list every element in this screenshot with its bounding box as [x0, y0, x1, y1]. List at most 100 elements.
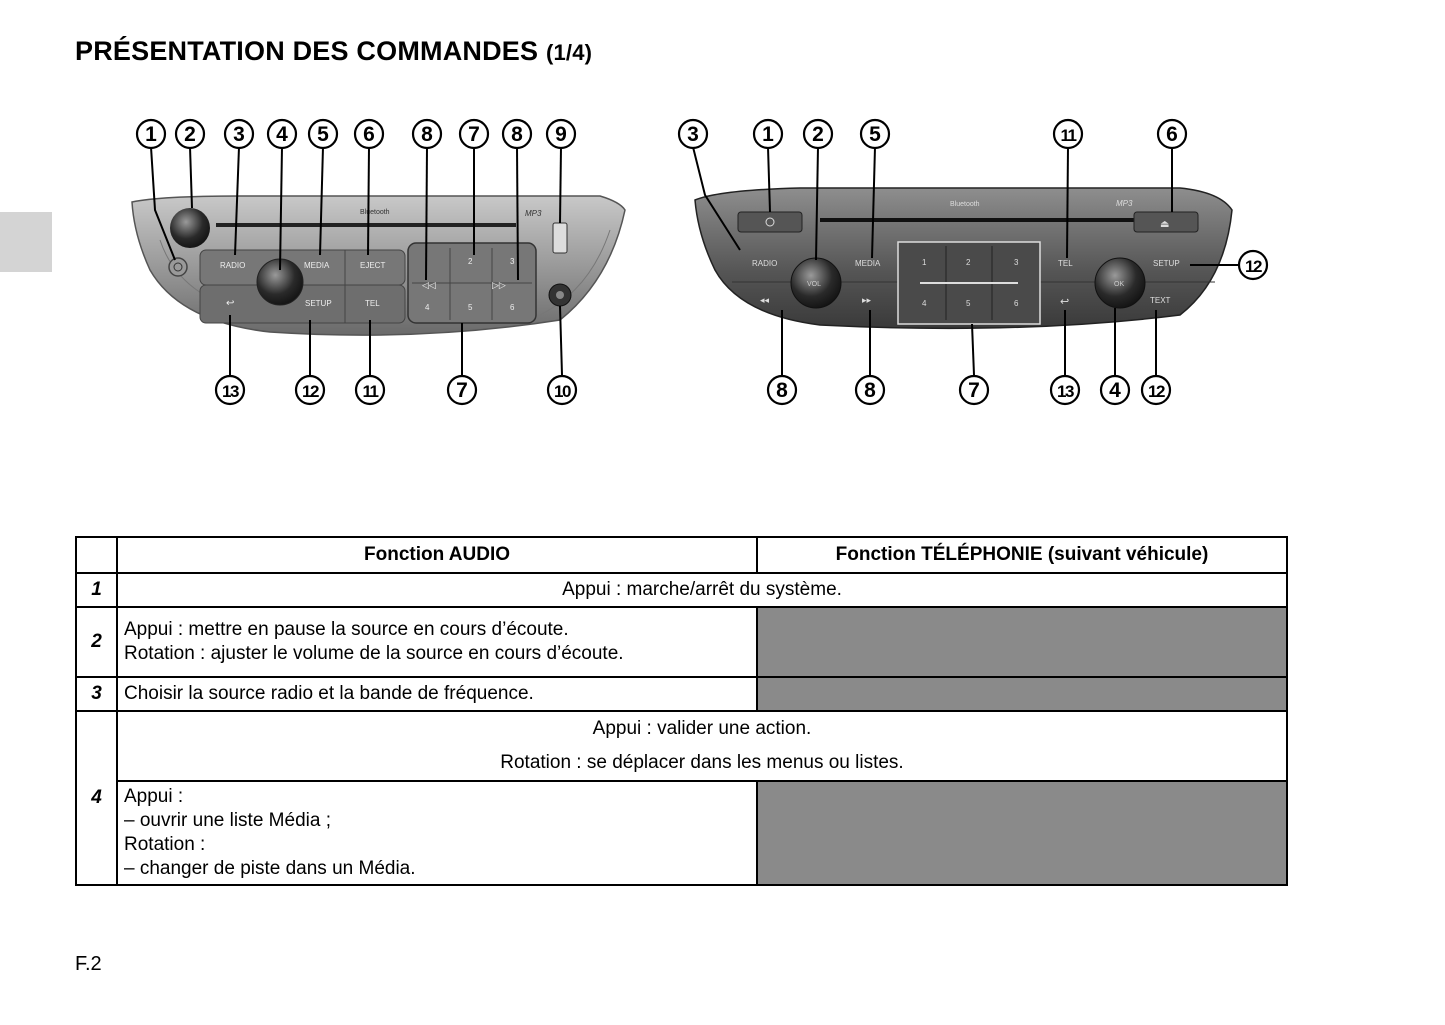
- radio-right: Bluetooth MP3 ⏏ RADIO MEDIA TEL SETUP TE…: [692, 146, 1240, 376]
- row4-b2: – ouvrir une liste Média ;: [124, 810, 331, 831]
- row4-b3: Rotation :: [124, 834, 206, 855]
- callout-left-top-8: 8: [411, 118, 443, 150]
- left-eject-button[interactable]: EJECT: [360, 261, 385, 270]
- left-usb-port[interactable]: [552, 222, 568, 254]
- right-preset-6[interactable]: 6: [1014, 299, 1019, 308]
- right-ok-knob[interactable]: [1094, 257, 1146, 309]
- right-preset-4[interactable]: 4: [922, 299, 927, 308]
- left-power-icon: [173, 262, 183, 272]
- right-eject-icon: ⏏: [1160, 219, 1169, 230]
- left-forward-icon[interactable]: ▷▷: [492, 280, 506, 290]
- callout-left-top-4: 4: [266, 118, 298, 150]
- left-setup-button[interactable]: SETUP: [305, 299, 332, 308]
- row4-top1: Appui : valider une action.: [592, 718, 812, 739]
- callout-right-bottom-4: 4: [1099, 374, 1131, 406]
- left-back-icon[interactable]: ↩: [226, 298, 234, 309]
- row3-telephony-empty: [756, 676, 1288, 712]
- right-power-icon: [765, 217, 775, 227]
- svg-text:3: 3: [233, 123, 245, 146]
- callout-right-bottom-8: 8: [854, 374, 886, 406]
- svg-text:12: 12: [302, 382, 319, 401]
- svg-text:7: 7: [968, 379, 980, 402]
- callout-left-top-8: 8: [501, 118, 533, 150]
- right-tel-button[interactable]: TEL: [1058, 259, 1073, 268]
- svg-text:7: 7: [468, 123, 480, 146]
- right-rewind-icon[interactable]: ◂◂: [760, 295, 770, 305]
- svg-text:7: 7: [456, 379, 468, 402]
- row4-top2: Rotation : se déplacer dans les menus ou…: [500, 752, 904, 773]
- callout-right-side-12: 12: [1237, 249, 1269, 281]
- left-tel-button[interactable]: TEL: [365, 299, 380, 308]
- right-preset-5[interactable]: 5: [966, 299, 971, 308]
- right-back-icon[interactable]: ↩: [1060, 296, 1069, 308]
- svg-text:11: 11: [363, 382, 379, 401]
- left-media-button[interactable]: MEDIA: [304, 261, 330, 270]
- svg-text:5: 5: [317, 123, 329, 146]
- row-number: 1: [75, 572, 118, 608]
- page-title: PRÉSENTATION DES COMMANDES (1/4): [75, 36, 592, 67]
- row3-audio: Choisir la source radio et la bande de f…: [116, 676, 758, 712]
- callout-right-top-6: 6: [1156, 118, 1188, 150]
- right-preset-3[interactable]: 3: [1014, 258, 1019, 267]
- callout-left-top-2: 2: [174, 118, 206, 150]
- right-forward-icon[interactable]: ▸▸: [862, 295, 872, 305]
- row-number: 4: [75, 710, 118, 886]
- page-number: F.2: [75, 953, 102, 975]
- row-number: 3: [75, 676, 118, 712]
- left-power-button[interactable]: [168, 257, 188, 277]
- callout-right-bottom-7: 7: [958, 374, 990, 406]
- right-text-button[interactable]: TEXT: [1150, 296, 1171, 305]
- row2-line2: Rotation : ajuster le volume de la sourc…: [124, 643, 624, 664]
- callout-left-bottom-7: 7: [446, 374, 478, 406]
- left-preset-6[interactable]: 6: [510, 303, 515, 312]
- radio-diagrams: Bluetooth MP3 RADIO MEDIA EJECT SETUP TE…: [131, 118, 1269, 406]
- right-power-button[interactable]: [737, 211, 803, 233]
- header-audio: Fonction AUDIO: [116, 536, 758, 574]
- row4-telephony-empty: [756, 780, 1288, 886]
- left-preset-3[interactable]: 3: [510, 257, 515, 266]
- callout-right-top-3: 3: [677, 118, 709, 150]
- left-volume-knob[interactable]: [170, 208, 210, 248]
- svg-text:10: 10: [554, 382, 571, 401]
- callout-right-bottom-12: 12: [1140, 374, 1172, 406]
- callout-left-top-7: 7: [458, 118, 490, 150]
- row4-audio: Appui : – ouvrir une liste Média ; Rotat…: [116, 780, 758, 886]
- radio-left: Bluetooth MP3 RADIO MEDIA EJECT SETUP TE…: [131, 146, 626, 376]
- svg-text:8: 8: [421, 123, 433, 146]
- svg-text:1: 1: [145, 123, 157, 146]
- right-radio-button[interactable]: RADIO: [752, 259, 777, 268]
- svg-text:2: 2: [184, 123, 196, 146]
- callout-right-top-5: 5: [859, 118, 891, 150]
- right-setup-button[interactable]: SETUP: [1153, 259, 1180, 268]
- row4-b4: – changer de piste dans un Média.: [124, 858, 416, 879]
- left-radio-button[interactable]: RADIO: [220, 261, 245, 270]
- callout-right-top-11: 11: [1052, 118, 1084, 150]
- left-rewind-icon[interactable]: ◁◁: [422, 280, 436, 290]
- svg-text:5: 5: [869, 123, 881, 146]
- right-preset-2[interactable]: 2: [966, 258, 971, 267]
- callout-left-bottom-11: 11: [354, 374, 386, 406]
- right-mp3-label: MP3: [1116, 199, 1133, 208]
- right-eject-button[interactable]: [1133, 211, 1199, 233]
- callout-left-bottom-12: 12: [294, 374, 326, 406]
- svg-text:11: 11: [1061, 126, 1077, 145]
- table-row: 2 Appui : mettre en pause la source en c…: [75, 606, 1288, 678]
- svg-text:8: 8: [864, 379, 876, 402]
- callout-left-top-1: 1: [135, 118, 167, 150]
- callout-right-top-1: 1: [752, 118, 784, 150]
- svg-text:13: 13: [1057, 382, 1074, 401]
- right-preset-1[interactable]: 1: [922, 258, 927, 267]
- right-vol-label: VOL: [807, 281, 821, 288]
- header-telephony: Fonction TÉLÉPHONIE (suivant véhicule): [756, 536, 1288, 574]
- svg-text:2: 2: [812, 123, 824, 146]
- right-media-button[interactable]: MEDIA: [855, 259, 881, 268]
- title-text: PRÉSENTATION DES COMMANDES: [75, 36, 539, 66]
- row4-shared: Appui : valider une action. Rotation : s…: [116, 710, 1288, 782]
- svg-text:9: 9: [555, 123, 567, 146]
- svg-text:4: 4: [1109, 379, 1121, 402]
- row2-line1: Appui : mettre en pause la source en cou…: [124, 619, 569, 640]
- left-preset-2[interactable]: 2: [468, 257, 473, 266]
- left-preset-5[interactable]: 5: [468, 303, 473, 312]
- left-preset-4[interactable]: 4: [425, 303, 430, 312]
